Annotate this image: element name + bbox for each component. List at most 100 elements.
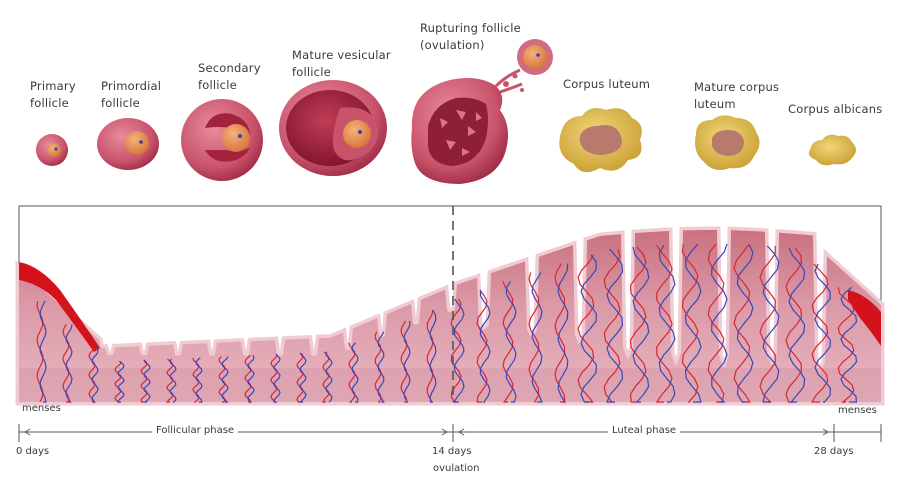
label-primary-follicle: Primary follicle xyxy=(30,78,76,112)
spiral-artery xyxy=(476,289,488,403)
spiral-artery xyxy=(707,243,725,403)
label-secondary-line2: follicle xyxy=(198,78,237,92)
spiral-vein xyxy=(325,351,333,403)
spiral-artery xyxy=(629,246,647,403)
spiral-vein xyxy=(453,298,465,403)
label-primordial-line2: follicle xyxy=(101,96,140,110)
label-rupturing-line1: Rupturing follicle xyxy=(420,21,521,35)
label-corpus-albicans: Corpus albicans xyxy=(788,101,882,118)
spiral-artery xyxy=(577,254,595,403)
spiral-artery xyxy=(270,354,278,403)
spiral-artery xyxy=(400,320,408,403)
spiral-artery xyxy=(759,245,776,403)
spiral-vein xyxy=(377,331,385,403)
label-mature-corpus-luteum: Mature corpus luteum xyxy=(694,79,779,113)
label-corpus-luteum: Corpus luteum xyxy=(563,76,650,93)
spiral-artery xyxy=(837,287,855,403)
rupturing-follicle-illustration xyxy=(411,39,553,184)
spiral-artery xyxy=(681,244,699,403)
label-primary-line1: Primary xyxy=(30,79,76,93)
menses-right xyxy=(848,290,881,346)
spiral-vein xyxy=(606,248,624,403)
menses-label-right: menses xyxy=(838,405,877,416)
spiral-artery xyxy=(785,247,803,403)
follicular-phase-label: Follicular phase xyxy=(152,425,239,436)
day-14-label: 14 days xyxy=(432,446,472,457)
spiral-artery xyxy=(244,354,253,403)
spiral-vein xyxy=(65,324,73,403)
spiral-vein xyxy=(557,263,569,403)
spiral-vein xyxy=(221,356,229,403)
spiral-vein xyxy=(505,280,517,403)
spiral-artery xyxy=(140,359,148,403)
spiral-artery xyxy=(426,309,434,403)
spiral-vein xyxy=(711,243,728,403)
label-primordial-follicle: Primordial follicle xyxy=(101,78,161,112)
spiral-vein xyxy=(429,309,437,403)
spiral-vein xyxy=(788,247,806,403)
corpus-luteum-illustration xyxy=(559,108,642,173)
spiral-vein xyxy=(814,263,831,403)
spiral-vein xyxy=(632,246,650,403)
mature-corpus-luteum-illustration xyxy=(695,115,760,170)
label-mature-line1: Mature vesicular xyxy=(292,48,391,62)
label-corpus-albicans-line1: Corpus albicans xyxy=(788,102,883,116)
spiral-vein xyxy=(299,352,307,403)
label-mature-follicle: Mature vesicular follicle xyxy=(292,47,391,81)
spiral-artery xyxy=(165,358,174,403)
spiral-artery xyxy=(528,272,540,403)
spiral-artery xyxy=(811,263,829,403)
spiral-vein xyxy=(684,243,702,403)
spiral-vein xyxy=(762,245,780,403)
spiral-vein xyxy=(531,272,543,403)
timeline-axis xyxy=(18,424,882,442)
spiral-vein xyxy=(169,358,177,403)
spiral-vein xyxy=(479,290,491,403)
day-0-label: 0 days xyxy=(16,446,50,457)
spiral-vein xyxy=(351,342,359,403)
label-secondary-line1: Secondary xyxy=(198,61,261,75)
label-mature-corpus-luteum-line1: Mature corpus xyxy=(694,80,780,94)
spiral-artery xyxy=(322,351,330,403)
spiral-vein xyxy=(580,254,598,403)
endometrium-lining xyxy=(15,226,885,406)
spiral-vein xyxy=(247,355,255,403)
spiral-artery xyxy=(114,361,122,403)
primordial-follicle-illustration xyxy=(97,118,159,170)
ovulation-label: ovulation xyxy=(433,463,480,474)
secondary-follicle-illustration xyxy=(181,99,263,181)
luteal-phase-label: Luteal phase xyxy=(608,425,681,436)
label-mature-corpus-luteum-line2: luteum xyxy=(694,97,736,111)
spiral-vein xyxy=(273,353,281,403)
spiral-artery xyxy=(296,352,304,403)
endometrium-tissue xyxy=(19,230,881,402)
mature-follicle-illustration xyxy=(279,80,387,176)
label-rupturing-line2: (ovulation) xyxy=(420,38,485,52)
spiral-artery xyxy=(733,244,751,403)
primary-follicle-illustration xyxy=(36,134,68,166)
spiral-vein xyxy=(403,320,411,403)
spiral-vein xyxy=(39,300,47,403)
spiral-artery xyxy=(502,281,514,403)
spiral-artery xyxy=(88,347,96,403)
menses-label-left: menses xyxy=(22,403,61,414)
label-primordial-line1: Primordial xyxy=(101,79,162,93)
spiral-vein xyxy=(195,357,203,403)
spiral-vein xyxy=(117,360,125,403)
spiral-vein xyxy=(840,286,858,403)
label-corpus-luteum-line1: Corpus luteum xyxy=(563,77,651,91)
label-mature-line2: follicle xyxy=(292,65,331,79)
label-rupturing-follicle: Rupturing follicle (ovulation) xyxy=(420,20,521,54)
spiral-vein xyxy=(91,347,99,403)
label-primary-line2: follicle xyxy=(30,96,69,110)
corpus-albicans-illustration xyxy=(808,134,856,166)
spiral-vein xyxy=(736,244,754,403)
label-secondary-follicle: Secondary follicle xyxy=(198,60,261,94)
menses-left xyxy=(19,262,100,352)
spiral-vein xyxy=(143,359,151,403)
spiral-artery xyxy=(603,248,621,403)
spiral-vein xyxy=(658,244,676,403)
day-28-label: 28 days xyxy=(814,446,854,457)
